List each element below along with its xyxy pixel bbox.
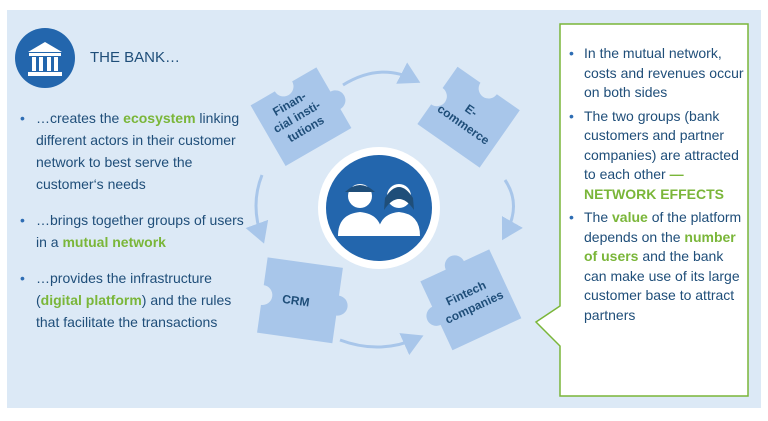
- puzzle-piece-ecommerce: E- commerce: [417, 66, 520, 168]
- highlight-text: digital platform: [40, 292, 142, 308]
- bullet-text: In the mutual network, costs and revenue…: [584, 45, 744, 100]
- bullet-text: …brings together groups of users in a: [36, 212, 244, 250]
- cycle-arrow-right: [501, 179, 523, 241]
- puzzle-piece-crm: CRM: [257, 257, 348, 344]
- bullet-text: The: [584, 209, 613, 225]
- two-users-icon: [318, 147, 440, 269]
- bullet-text: The two groups (bank customers and partn…: [584, 107, 739, 183]
- highlight-text: mutual network: [62, 234, 166, 250]
- bullet-text: linking different actors in their custom…: [36, 110, 240, 192]
- highlight-text: ecosystem: [123, 110, 196, 126]
- callout-bullet-3: The value of the platform depends on the…: [566, 208, 744, 325]
- left-bullet-1: …creates the ecosystem linking different…: [16, 107, 246, 195]
- bullet-text: …provides the infrastructure (: [36, 270, 212, 308]
- cycle-arrow-bottom: [339, 333, 424, 356]
- bank-title: THE BANK…: [90, 49, 181, 66]
- cycle-arrow-left: [245, 174, 269, 244]
- bullet-text: …creates the: [36, 110, 124, 126]
- bullet-text: ) and the rules that facilitate the tran…: [36, 292, 232, 330]
- puzzle-label-crm: CRM: [281, 292, 310, 310]
- callout-bullet-2: The two groups (bank customers and partn…: [566, 107, 744, 205]
- cycle-arrow-top: [342, 62, 421, 87]
- left-bullet-list: …creates the ecosystem linking different…: [16, 107, 246, 347]
- bullet-text: of the platform depends on the: [584, 209, 742, 245]
- bullet-text: and the bank can make use of its large c…: [584, 248, 740, 323]
- puzzle-piece-financial-institutions: Finan- cial insti- tutions: [250, 67, 352, 167]
- left-bullet-3: …provides the infrastructure (digital pl…: [16, 267, 246, 333]
- callout-bullet-1: In the mutual network, costs and revenue…: [566, 44, 744, 103]
- puzzle-piece-fintech: Fintech companies: [420, 249, 522, 351]
- highlight-text: number of users: [584, 228, 736, 265]
- highlight-text: —NETWORK EFFECTS: [584, 166, 724, 202]
- callout-bullet-list: In the mutual network, costs and revenue…: [566, 44, 744, 329]
- highlight-text: value: [612, 209, 648, 225]
- left-bullet-2: …brings together groups of users in a mu…: [16, 209, 246, 253]
- bank-building-icon: [15, 28, 75, 88]
